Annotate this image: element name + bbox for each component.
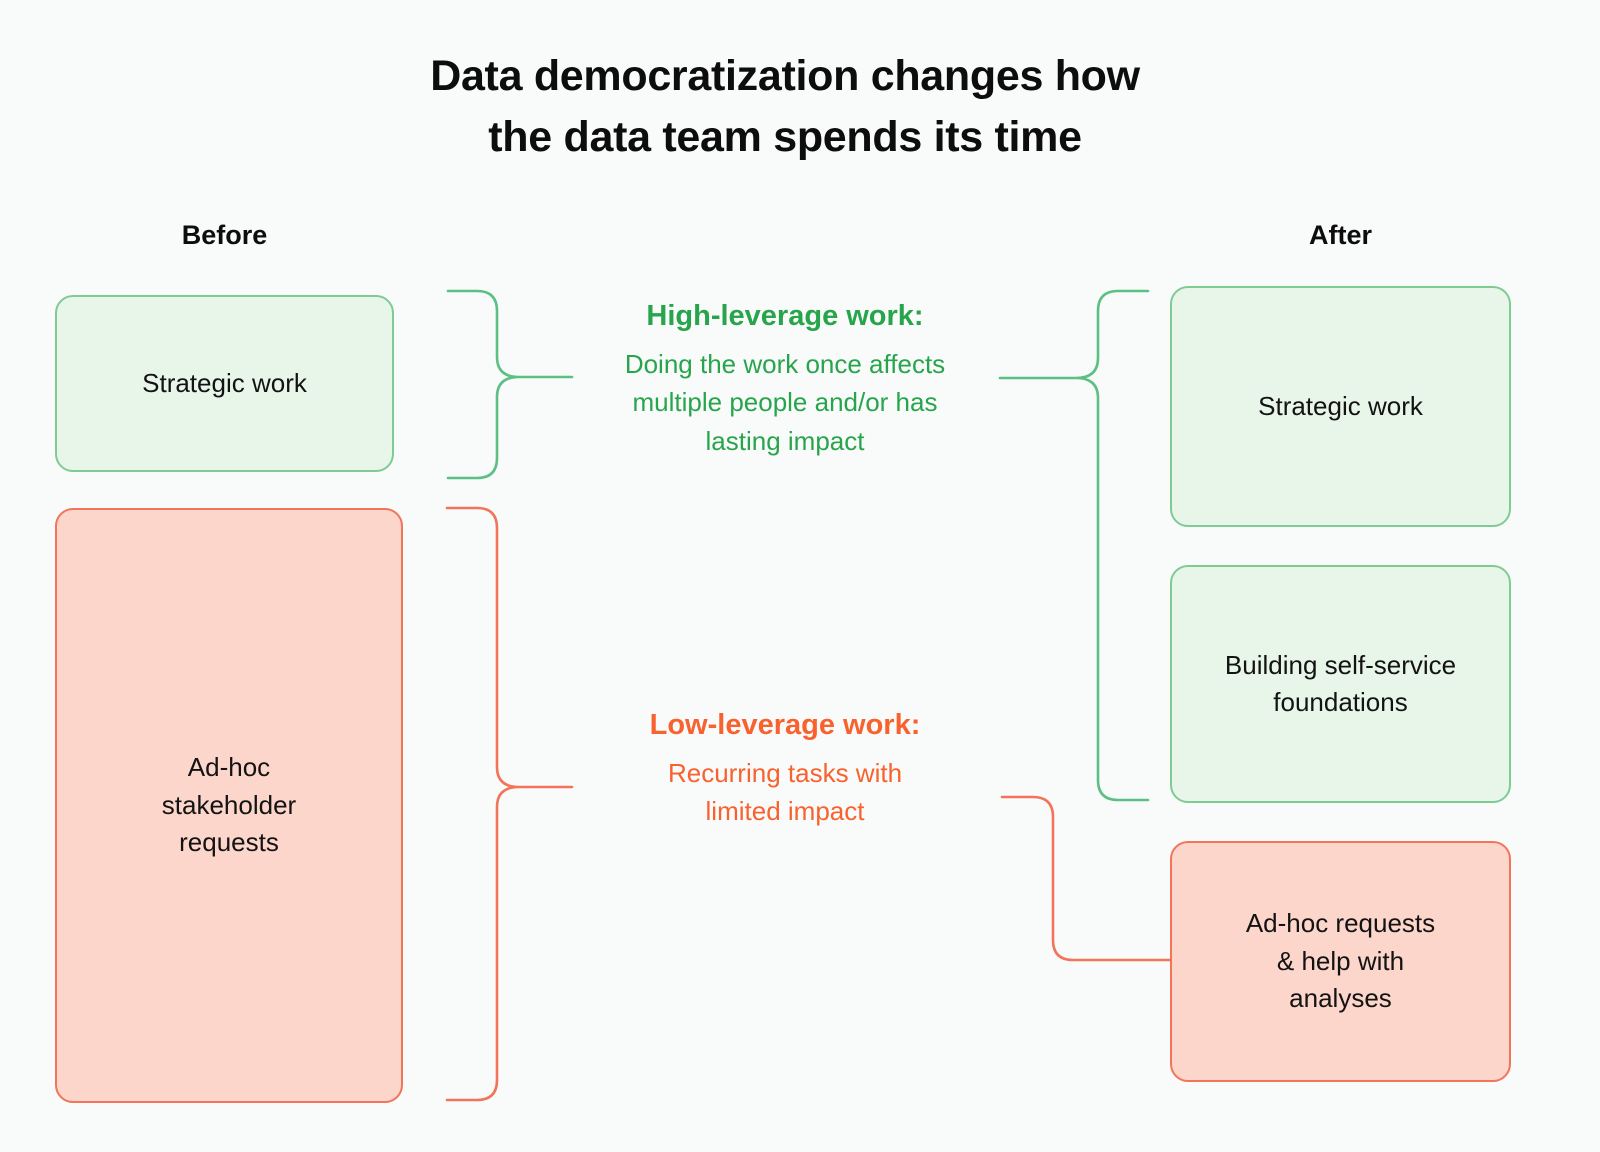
after-box-adhoc-requests-help-analyses[interactable]: Ad-hoc requests & help with analyses bbox=[1170, 841, 1511, 1082]
page-title: Data democratization changes how the dat… bbox=[430, 52, 1140, 162]
high-leverage-heading: High-leverage work: bbox=[646, 300, 924, 332]
before-box-strategic-work[interactable]: Strategic work bbox=[55, 295, 394, 472]
column-header-after: After bbox=[1308, 220, 1372, 250]
before-box-adhoc-stakeholder-requests[interactable]: Ad-hoc stakeholder requests bbox=[55, 508, 403, 1103]
after-box-strategic-work[interactable]: Strategic work bbox=[1170, 286, 1511, 527]
high-leverage-description: Doing the work once affects multiple peo… bbox=[624, 348, 946, 456]
low-leverage-description: Recurring tasks with limited impact bbox=[667, 757, 903, 827]
low-leverage-heading: Low-leverage work: bbox=[649, 709, 921, 741]
high-leverage-annotation: High-leverage work: Doing the work once … bbox=[525, 298, 1045, 460]
column-header-before: Before bbox=[181, 220, 268, 250]
after-box-building-self-service-foundations[interactable]: Building self-service foundations bbox=[1170, 565, 1511, 803]
low-leverage-annotation: Low-leverage work: Recurring tasks with … bbox=[525, 707, 1045, 831]
